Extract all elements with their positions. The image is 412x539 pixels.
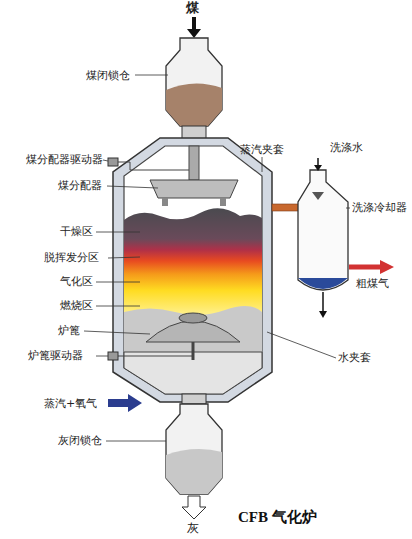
leader-line — [346, 208, 350, 209]
reactor-shell — [113, 138, 272, 402]
wash-water-arrow — [317, 158, 319, 166]
leader-line — [108, 257, 140, 258]
scrubber-water — [298, 278, 348, 289]
part-label: 灰闭锁仓 — [58, 434, 102, 447]
scrubber-cooler — [298, 170, 348, 290]
part-label: 煤分配器驱动器 — [26, 153, 103, 166]
part-label: 蒸汽+氧气 — [44, 397, 97, 410]
leader-line — [96, 232, 140, 233]
raw-gas-pipe — [272, 204, 300, 211]
part-label: 燃烧区 — [60, 299, 93, 312]
leader-line — [84, 331, 150, 334]
figure-caption: CFB 气化炉 — [238, 508, 317, 527]
leader-line — [135, 75, 168, 76]
leader-lines — [84, 75, 350, 441]
distributor-leg — [162, 198, 168, 206]
reaction-zones — [124, 208, 262, 318]
grate-drive-link — [118, 356, 193, 357]
ash-outlet-arrow — [182, 496, 206, 519]
distributor-shaft — [189, 146, 199, 180]
part-label: 气化区 — [60, 275, 93, 288]
part-label: 洗涤冷却器 — [352, 201, 407, 214]
ash-lock-hopper — [166, 404, 222, 494]
arrow-head — [187, 29, 201, 38]
part-label: 洗涤水 — [330, 141, 363, 154]
ash-fill — [166, 449, 222, 494]
leader-line — [267, 332, 336, 358]
leader-line — [96, 306, 140, 307]
grate-shaft — [192, 342, 195, 360]
coal-inlet-arrow — [192, 17, 196, 30]
raw-gas-arrow — [349, 265, 382, 270]
distributor-drive-link — [118, 162, 189, 170]
distributor-driver — [108, 158, 118, 166]
leader-line — [262, 157, 263, 172]
hopper-neck — [182, 126, 206, 139]
part-label: 干燥区 — [60, 225, 93, 238]
part-label: 煤 — [186, 1, 199, 14]
coal-distributor — [150, 180, 238, 198]
spray-nozzle — [312, 192, 324, 200]
distributor-leg — [220, 198, 226, 206]
part-label: 脱挥发分区 — [44, 251, 99, 264]
part-label: 水夹套 — [338, 351, 371, 364]
arrow-head — [314, 165, 322, 171]
arrow-head — [319, 311, 327, 318]
part-label: 炉篦驱动器 — [28, 349, 83, 362]
leader-line — [96, 356, 108, 357]
drain-arrow — [322, 292, 324, 312]
coal-fill — [166, 83, 222, 126]
leader-line — [106, 441, 166, 442]
leader-line — [96, 282, 140, 283]
arrow-head — [380, 260, 394, 274]
grate-cap — [179, 313, 207, 323]
grate-dome — [146, 321, 240, 342]
hopper-neck — [182, 394, 206, 404]
part-label: 灰 — [187, 522, 199, 535]
coal-lock-hopper — [166, 38, 222, 126]
grate-driver — [108, 352, 118, 360]
reactor-inner — [124, 146, 262, 394]
part-label: 蒸汽夹套 — [240, 143, 284, 156]
leader-line — [107, 186, 158, 188]
part-label: 煤分配器 — [58, 179, 102, 192]
steam-oxygen-arrow — [108, 394, 142, 412]
part-label: 煤闭锁仓 — [86, 69, 130, 82]
part-label: 粗煤气 — [356, 277, 389, 290]
leader-line — [103, 160, 108, 161]
part-label: 炉篦 — [58, 324, 80, 337]
